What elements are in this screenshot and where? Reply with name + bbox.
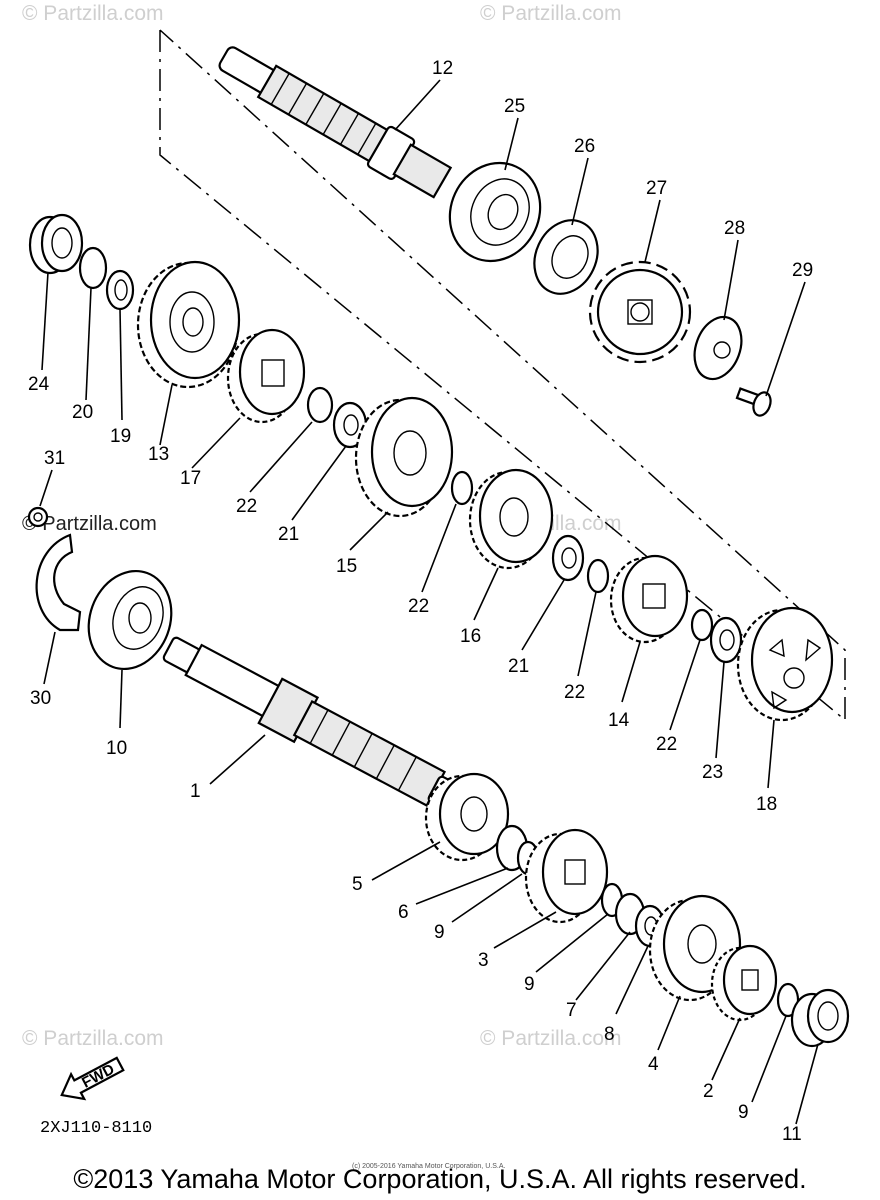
gear-13: [136, 260, 241, 389]
callout-30: 30: [30, 688, 51, 709]
callout-10: 10: [106, 738, 127, 759]
callout-13: 13: [148, 444, 169, 465]
circlip-22: [306, 386, 334, 424]
callout-4: 4: [648, 1054, 659, 1075]
washer-23: [709, 616, 743, 664]
callout-25: 25: [504, 96, 525, 117]
watermark: © Partzilla.com: [480, 2, 622, 25]
callout-26: 26: [574, 136, 595, 157]
circlip-20: [78, 246, 108, 290]
gear-16: [468, 468, 554, 570]
bearing-10: [87, 569, 173, 671]
stopper-plate-30: [35, 533, 82, 632]
callout-3: 3: [478, 950, 489, 971]
circlip-22: [450, 470, 474, 506]
sprocket-27: [588, 260, 692, 364]
fwd-arrow-icon: FWD: [60, 1056, 125, 1101]
bearing-25: [448, 161, 542, 263]
gear-18: [736, 606, 834, 722]
callout-5: 5: [352, 874, 363, 895]
drive-axle: [218, 46, 453, 199]
callout-11: 11: [782, 1124, 802, 1145]
washer-19: [105, 269, 135, 311]
gear-17: [226, 328, 306, 424]
callout-14: 14: [608, 710, 630, 731]
callout-16: 16: [460, 626, 481, 647]
callout-23: 23: [702, 762, 723, 783]
copyright-text: ©2013 Yamaha Motor Corporation, U.S.A. A…: [73, 1164, 806, 1194]
callout-31: 31: [44, 448, 65, 469]
watermark: © Partzilla.com: [22, 2, 164, 25]
callout-8: 8: [604, 1024, 615, 1045]
callout-12: 12: [432, 58, 453, 79]
callout-20: 20: [72, 402, 93, 423]
bearing-11: [790, 988, 850, 1048]
washer-21: [332, 401, 368, 449]
bolt-29: [735, 387, 772, 417]
callout-7: 7: [566, 1000, 577, 1021]
callout-15: 15: [336, 556, 357, 577]
circlip-22: [586, 558, 610, 594]
lock-washer-28: [693, 315, 743, 381]
callout-17: 17: [180, 468, 201, 489]
callout-22: 22: [408, 596, 429, 617]
callout-6: 6: [398, 902, 409, 923]
watermark: © Partzilla.com: [22, 513, 157, 535]
callout-27: 27: [646, 178, 667, 199]
main-axle: [162, 636, 467, 814]
callout-22: 22: [656, 734, 677, 755]
callout-1: 1: [190, 781, 201, 802]
callout-19: 19: [110, 426, 131, 447]
gear-14: [609, 554, 689, 644]
screw-31: [27, 506, 49, 528]
gear-15: [354, 396, 454, 518]
callout-9: 9: [524, 974, 535, 995]
callout-22: 22: [236, 496, 257, 517]
callout-29: 29: [792, 260, 813, 281]
callout-18: 18: [756, 794, 777, 815]
assembly-outline: [159, 29, 846, 722]
watermark: © Partzilla.com: [22, 1027, 164, 1050]
callout-9: 9: [434, 922, 445, 943]
gear-5: [424, 772, 510, 862]
bearing-24: [28, 213, 84, 275]
callout-2: 2: [703, 1081, 714, 1102]
gear-3: [524, 828, 609, 924]
callouts: 1 2 3 4 5 6 7 8 9 9 9 10 11 12 13 14 15 …: [28, 58, 813, 1145]
callout-21: 21: [508, 656, 529, 677]
diagram-code: 2XJ110-8110: [40, 1119, 152, 1138]
oil-seal-26: [533, 219, 599, 295]
callout-21: 21: [278, 524, 299, 545]
circlip-22: [690, 608, 714, 642]
callout-9: 9: [738, 1102, 749, 1123]
callout-28: 28: [724, 218, 745, 239]
callout-24: 24: [28, 374, 50, 395]
leader-lines: [39, 79, 819, 1125]
watermark: © Partzilla.com: [480, 1027, 622, 1050]
small-copyright: (c) 2005-2016 Yamaha Motor Corporation, …: [352, 1163, 505, 1170]
gear-2: [710, 944, 778, 1022]
washer-21: [551, 534, 585, 582]
fwd-label: FWD: [79, 1061, 117, 1092]
callout-22: 22: [564, 682, 585, 703]
